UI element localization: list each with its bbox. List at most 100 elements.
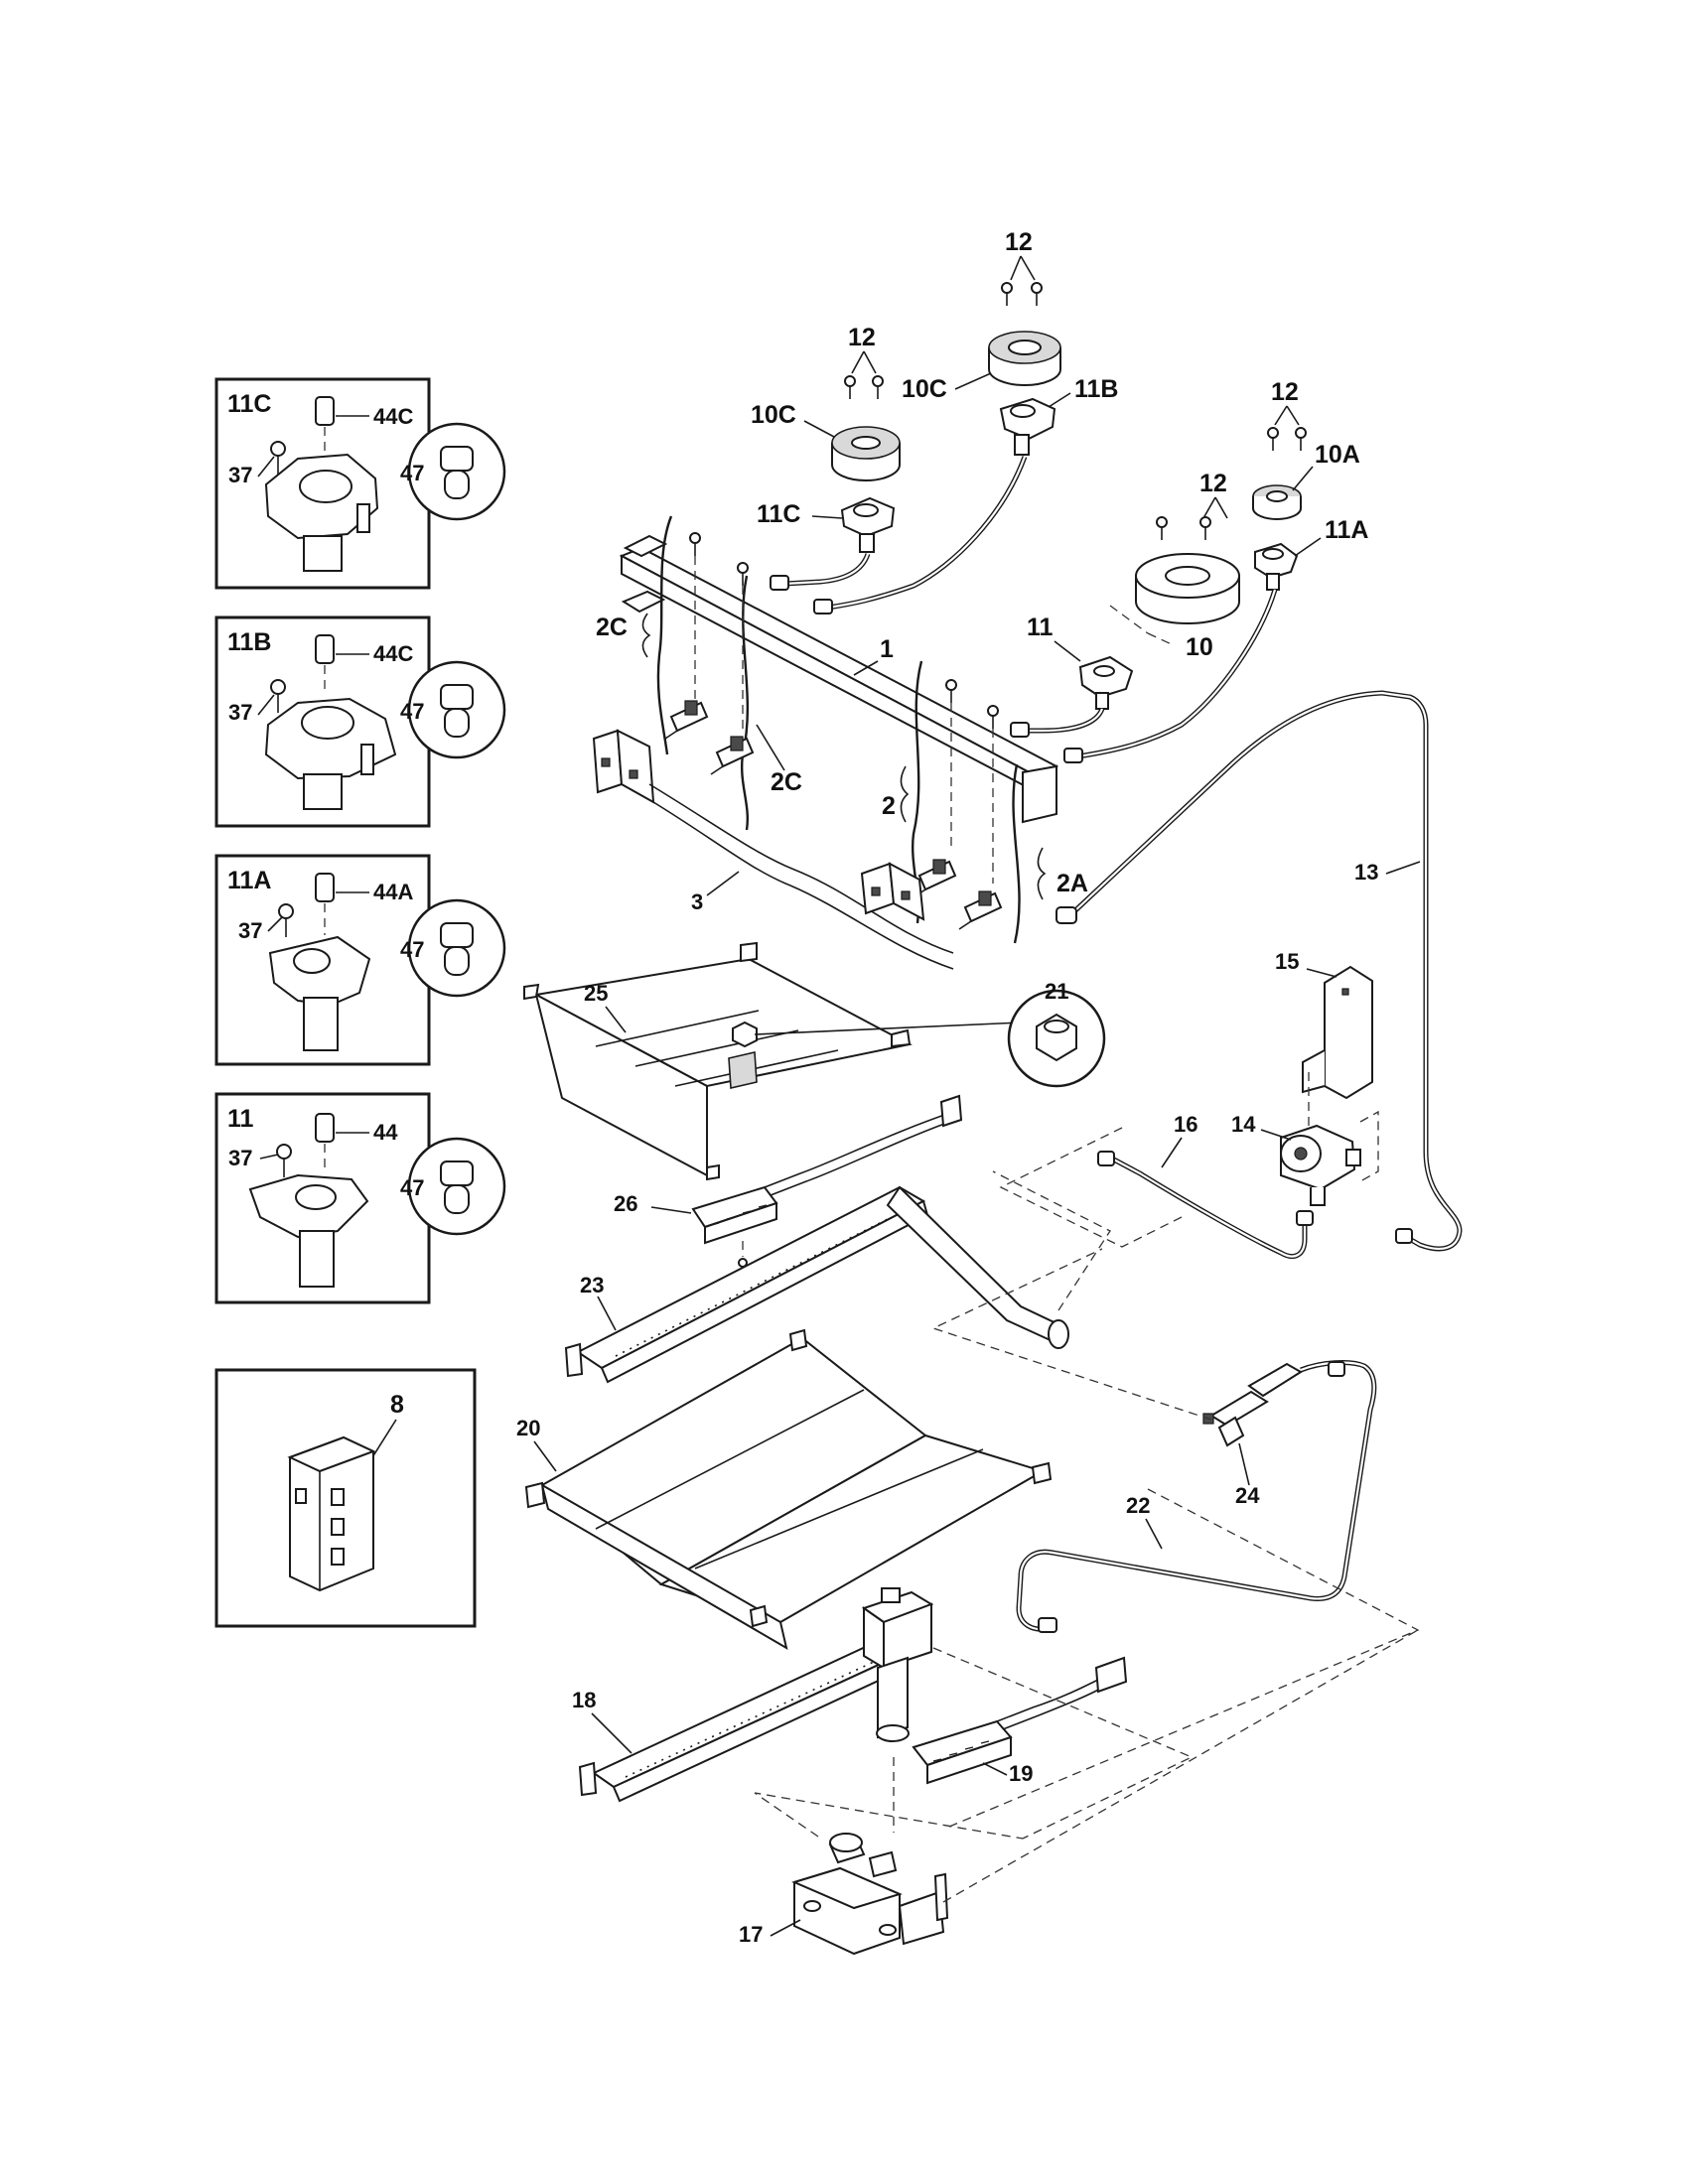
label-20: 20 <box>516 1416 540 1440</box>
orifice-icon <box>440 922 474 976</box>
orifice-icon <box>440 684 474 738</box>
label-11a: 11A <box>1325 516 1368 544</box>
inset-screw-label-11: 37 <box>228 1146 252 1170</box>
igniter-26: 26 <box>614 1094 963 1268</box>
label-21: 21 <box>1045 979 1068 1004</box>
inset-title-11c: 11C <box>227 390 271 418</box>
burner-cap-10a: 10A <box>1252 441 1360 520</box>
screw-icon <box>276 1144 292 1177</box>
burner-base-11c: 11C <box>757 496 896 553</box>
label-10c-top: 10C <box>902 375 947 403</box>
label-18: 18 <box>572 1688 596 1712</box>
valve-17: 17 <box>739 1629 1419 1956</box>
screw-group-12-left: 12 <box>844 324 884 399</box>
burner-base-icon <box>264 697 397 810</box>
inset-cap-label-11a: 44A <box>373 880 413 904</box>
orifice-icon <box>440 446 474 499</box>
inset-box-8: 8 <box>214 1368 477 1628</box>
burner-cap-icon <box>315 873 335 902</box>
burner-supply-tubes <box>770 456 1278 763</box>
screw-group-12-right: 12 <box>1267 378 1307 451</box>
burner-cap-10c-left: 10C <box>751 401 901 481</box>
inset-cap-label-11c: 44C <box>373 404 413 429</box>
burner-cap-icon <box>315 1113 335 1143</box>
valve-2 <box>913 859 957 898</box>
tube-22: 22 <box>948 1360 1420 1828</box>
label-12-left: 12 <box>848 324 876 351</box>
label-12-top: 12 <box>1005 228 1033 256</box>
inset-screw-label-11c: 37 <box>228 463 252 487</box>
label-22: 22 <box>1126 1493 1150 1518</box>
label-2a: 2A <box>1056 870 1088 897</box>
burner-23: 23 <box>564 1170 1111 1384</box>
inset-orifice-label-11b: 47 <box>400 699 424 724</box>
label-10: 10 <box>1186 633 1213 661</box>
tube-13: 13 <box>1055 690 1463 1252</box>
label-12-right: 12 <box>1271 378 1299 406</box>
manifold-pipe-1: 1 <box>619 534 1059 824</box>
label-16: 16 <box>1174 1112 1197 1137</box>
bracket-3: 3 <box>592 729 954 970</box>
valve-2c-left <box>664 700 709 740</box>
regulator-14: 14 <box>1231 1110 1379 1206</box>
screw-group-12-mid: 12 <box>1156 470 1228 540</box>
inset-title-11: 11 <box>227 1105 254 1133</box>
burner-cap-10: 10 <box>1109 553 1240 661</box>
label-24: 24 <box>1235 1483 1260 1508</box>
inset-box-11a: 11A 37 44A 47 <box>214 854 506 1066</box>
label-15: 15 <box>1275 949 1299 974</box>
burner-base-11: 11 <box>1027 614 1134 710</box>
label-2c-left: 2C <box>596 614 628 641</box>
burner-base-icon <box>248 1173 369 1288</box>
valve-2a <box>958 890 1003 930</box>
inset-orifice-label-11a: 47 <box>400 937 424 962</box>
valve-screws <box>689 532 999 884</box>
inset-title-8: 8 <box>390 1391 404 1419</box>
nut-21: 21 <box>728 979 1106 1089</box>
tube-16: 16 <box>999 1112 1314 1259</box>
label-2c-right: 2C <box>771 768 802 796</box>
inset-cap-label-11: 44 <box>373 1120 398 1145</box>
label-14: 14 <box>1231 1112 1256 1137</box>
screw-icon <box>270 679 286 713</box>
burner-cap-icon <box>315 396 335 426</box>
orifice-holder-24: 24 <box>931 1248 1303 1508</box>
screw-icon <box>278 903 294 937</box>
label-10c-left: 10C <box>751 401 796 429</box>
screw-icon <box>270 441 286 475</box>
burner-base-icon <box>264 453 379 572</box>
burner-base-11b: 11B <box>999 375 1118 456</box>
shield-25: 25 <box>523 941 913 1181</box>
screw-group-12-top: 12 <box>1001 228 1043 306</box>
inset-orifice-label-11c: 47 <box>400 461 424 485</box>
inset-title-11b: 11B <box>227 628 271 656</box>
inset-cap-label-11b: 44C <box>373 641 413 666</box>
label-12-mid: 12 <box>1199 470 1227 497</box>
inset-box-11b: 11B 37 44C 47 <box>214 615 506 828</box>
valve-2c-right <box>710 736 755 775</box>
label-19: 19 <box>1009 1761 1033 1786</box>
bracket-15: 15 <box>1275 949 1373 1148</box>
label-26: 26 <box>614 1191 637 1216</box>
orifice-icon <box>440 1160 474 1214</box>
label-23: 23 <box>580 1273 604 1297</box>
label-11b: 11B <box>1074 375 1118 403</box>
inset-screw-label-11b: 37 <box>228 700 252 725</box>
burner-cap-10c-top: 10C <box>902 331 1061 403</box>
label-10a: 10A <box>1315 441 1360 469</box>
inset-screw-label-11a: 37 <box>238 918 262 943</box>
label-11: 11 <box>1027 614 1054 641</box>
label-25: 25 <box>584 981 608 1006</box>
burner-18: 18 <box>572 1587 1194 1840</box>
label-13: 13 <box>1354 860 1378 885</box>
inset-title-11a: 11A <box>227 867 271 894</box>
label-2: 2 <box>882 792 896 820</box>
inset-orifice-label-11: 47 <box>400 1175 424 1200</box>
igniter-19: 19 <box>912 1656 1128 1786</box>
label-1: 1 <box>880 635 894 663</box>
inset-box-11c: 11C 37 44C 47 <box>214 377 506 590</box>
burner-cap-icon <box>315 634 335 664</box>
burner-base-11a: 11A <box>1254 516 1368 591</box>
label-17: 17 <box>739 1922 763 1947</box>
